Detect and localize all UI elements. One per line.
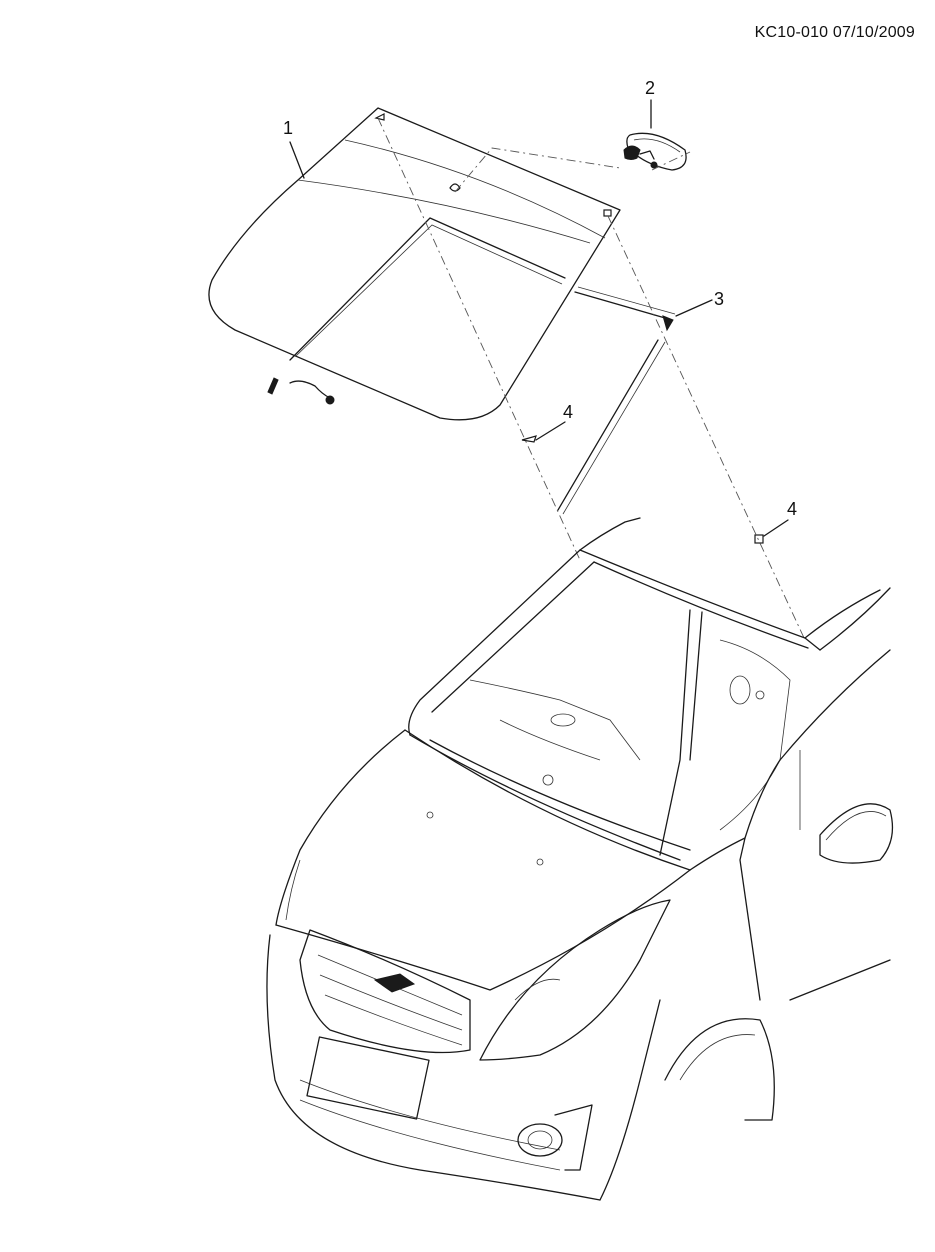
callout-label: 1 bbox=[283, 118, 293, 138]
vehicle-body bbox=[266, 517, 894, 1201]
callout-2: 2 bbox=[645, 78, 655, 129]
callout-4-upper: 4 bbox=[535, 402, 573, 441]
callout-3: 3 bbox=[675, 289, 724, 317]
callout-4-lower: 4 bbox=[763, 499, 797, 537]
callout-1: 1 bbox=[283, 118, 305, 179]
inside-rearview-mirror bbox=[623, 132, 687, 171]
front-grille bbox=[299, 929, 471, 1054]
callout-label: 3 bbox=[714, 289, 724, 309]
document-code: KC10-010 07/10/2009 bbox=[754, 24, 915, 41]
fog-lamp bbox=[517, 1123, 563, 1157]
assembly-guide-lines bbox=[377, 117, 806, 641]
emblem bbox=[373, 973, 416, 993]
windshield-molding bbox=[557, 286, 676, 515]
spacer-right bbox=[754, 534, 764, 544]
callout-label: 4 bbox=[563, 402, 573, 422]
sensor-connector bbox=[325, 395, 335, 405]
callout-label: 4 bbox=[787, 499, 797, 519]
license-plate-bracket bbox=[306, 1036, 430, 1120]
spacer-left bbox=[521, 435, 537, 443]
windshield-glass bbox=[208, 107, 621, 421]
callout-label: 2 bbox=[645, 78, 655, 98]
